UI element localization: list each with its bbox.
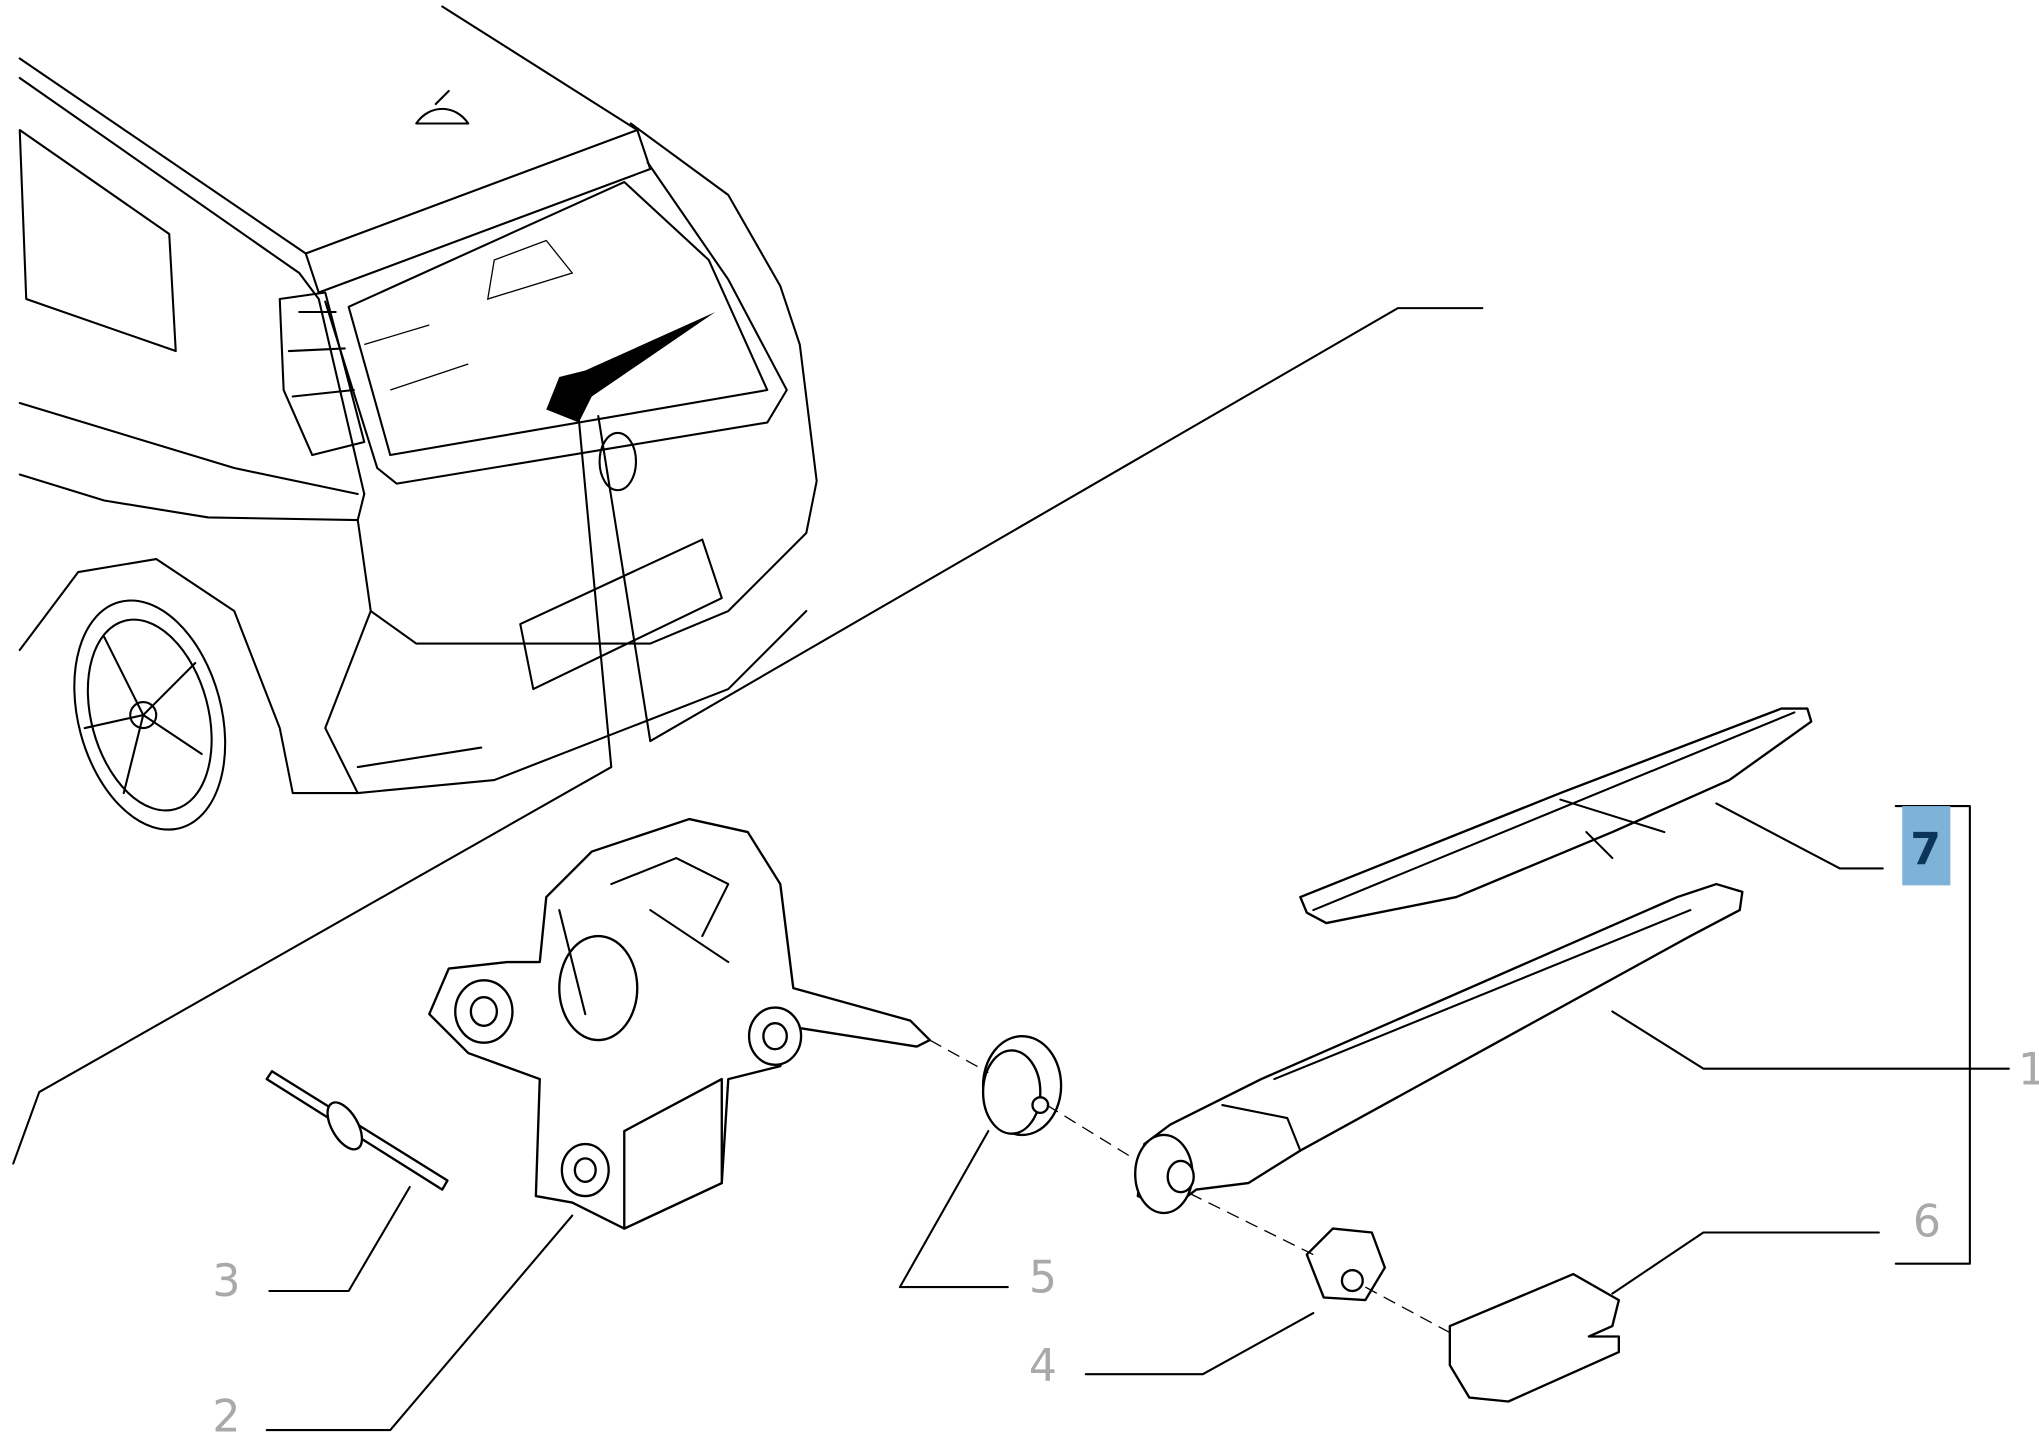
seal-grommet (981, 1035, 1063, 1137)
callout-4[interactable]: 4 (1029, 1341, 1057, 1392)
callout-5[interactable]: 5 (1029, 1252, 1057, 1303)
detail-leader-line (597, 307, 1484, 743)
wiper-motor (428, 817, 931, 1230)
callout-3[interactable]: 3 (212, 1256, 240, 1307)
callout-7[interactable]: 7 (1910, 825, 1941, 876)
callout-1[interactable]: 1 (2018, 1044, 2039, 1095)
wiper-blade (1299, 707, 1813, 925)
nut (1305, 1227, 1386, 1302)
pin-bolt (265, 1070, 449, 1191)
callout-7-highlight[interactable] (1902, 806, 1951, 886)
detail-leader-line (12, 417, 613, 1165)
callout-6[interactable]: 6 (1913, 1196, 1941, 1247)
wiper-arm (1134, 882, 1744, 1215)
nut-cover (1448, 1272, 1621, 1403)
car-rear-view (18, 5, 818, 831)
callout-2[interactable]: 2 (212, 1391, 240, 1434)
callout-leaders (265, 802, 2010, 1432)
